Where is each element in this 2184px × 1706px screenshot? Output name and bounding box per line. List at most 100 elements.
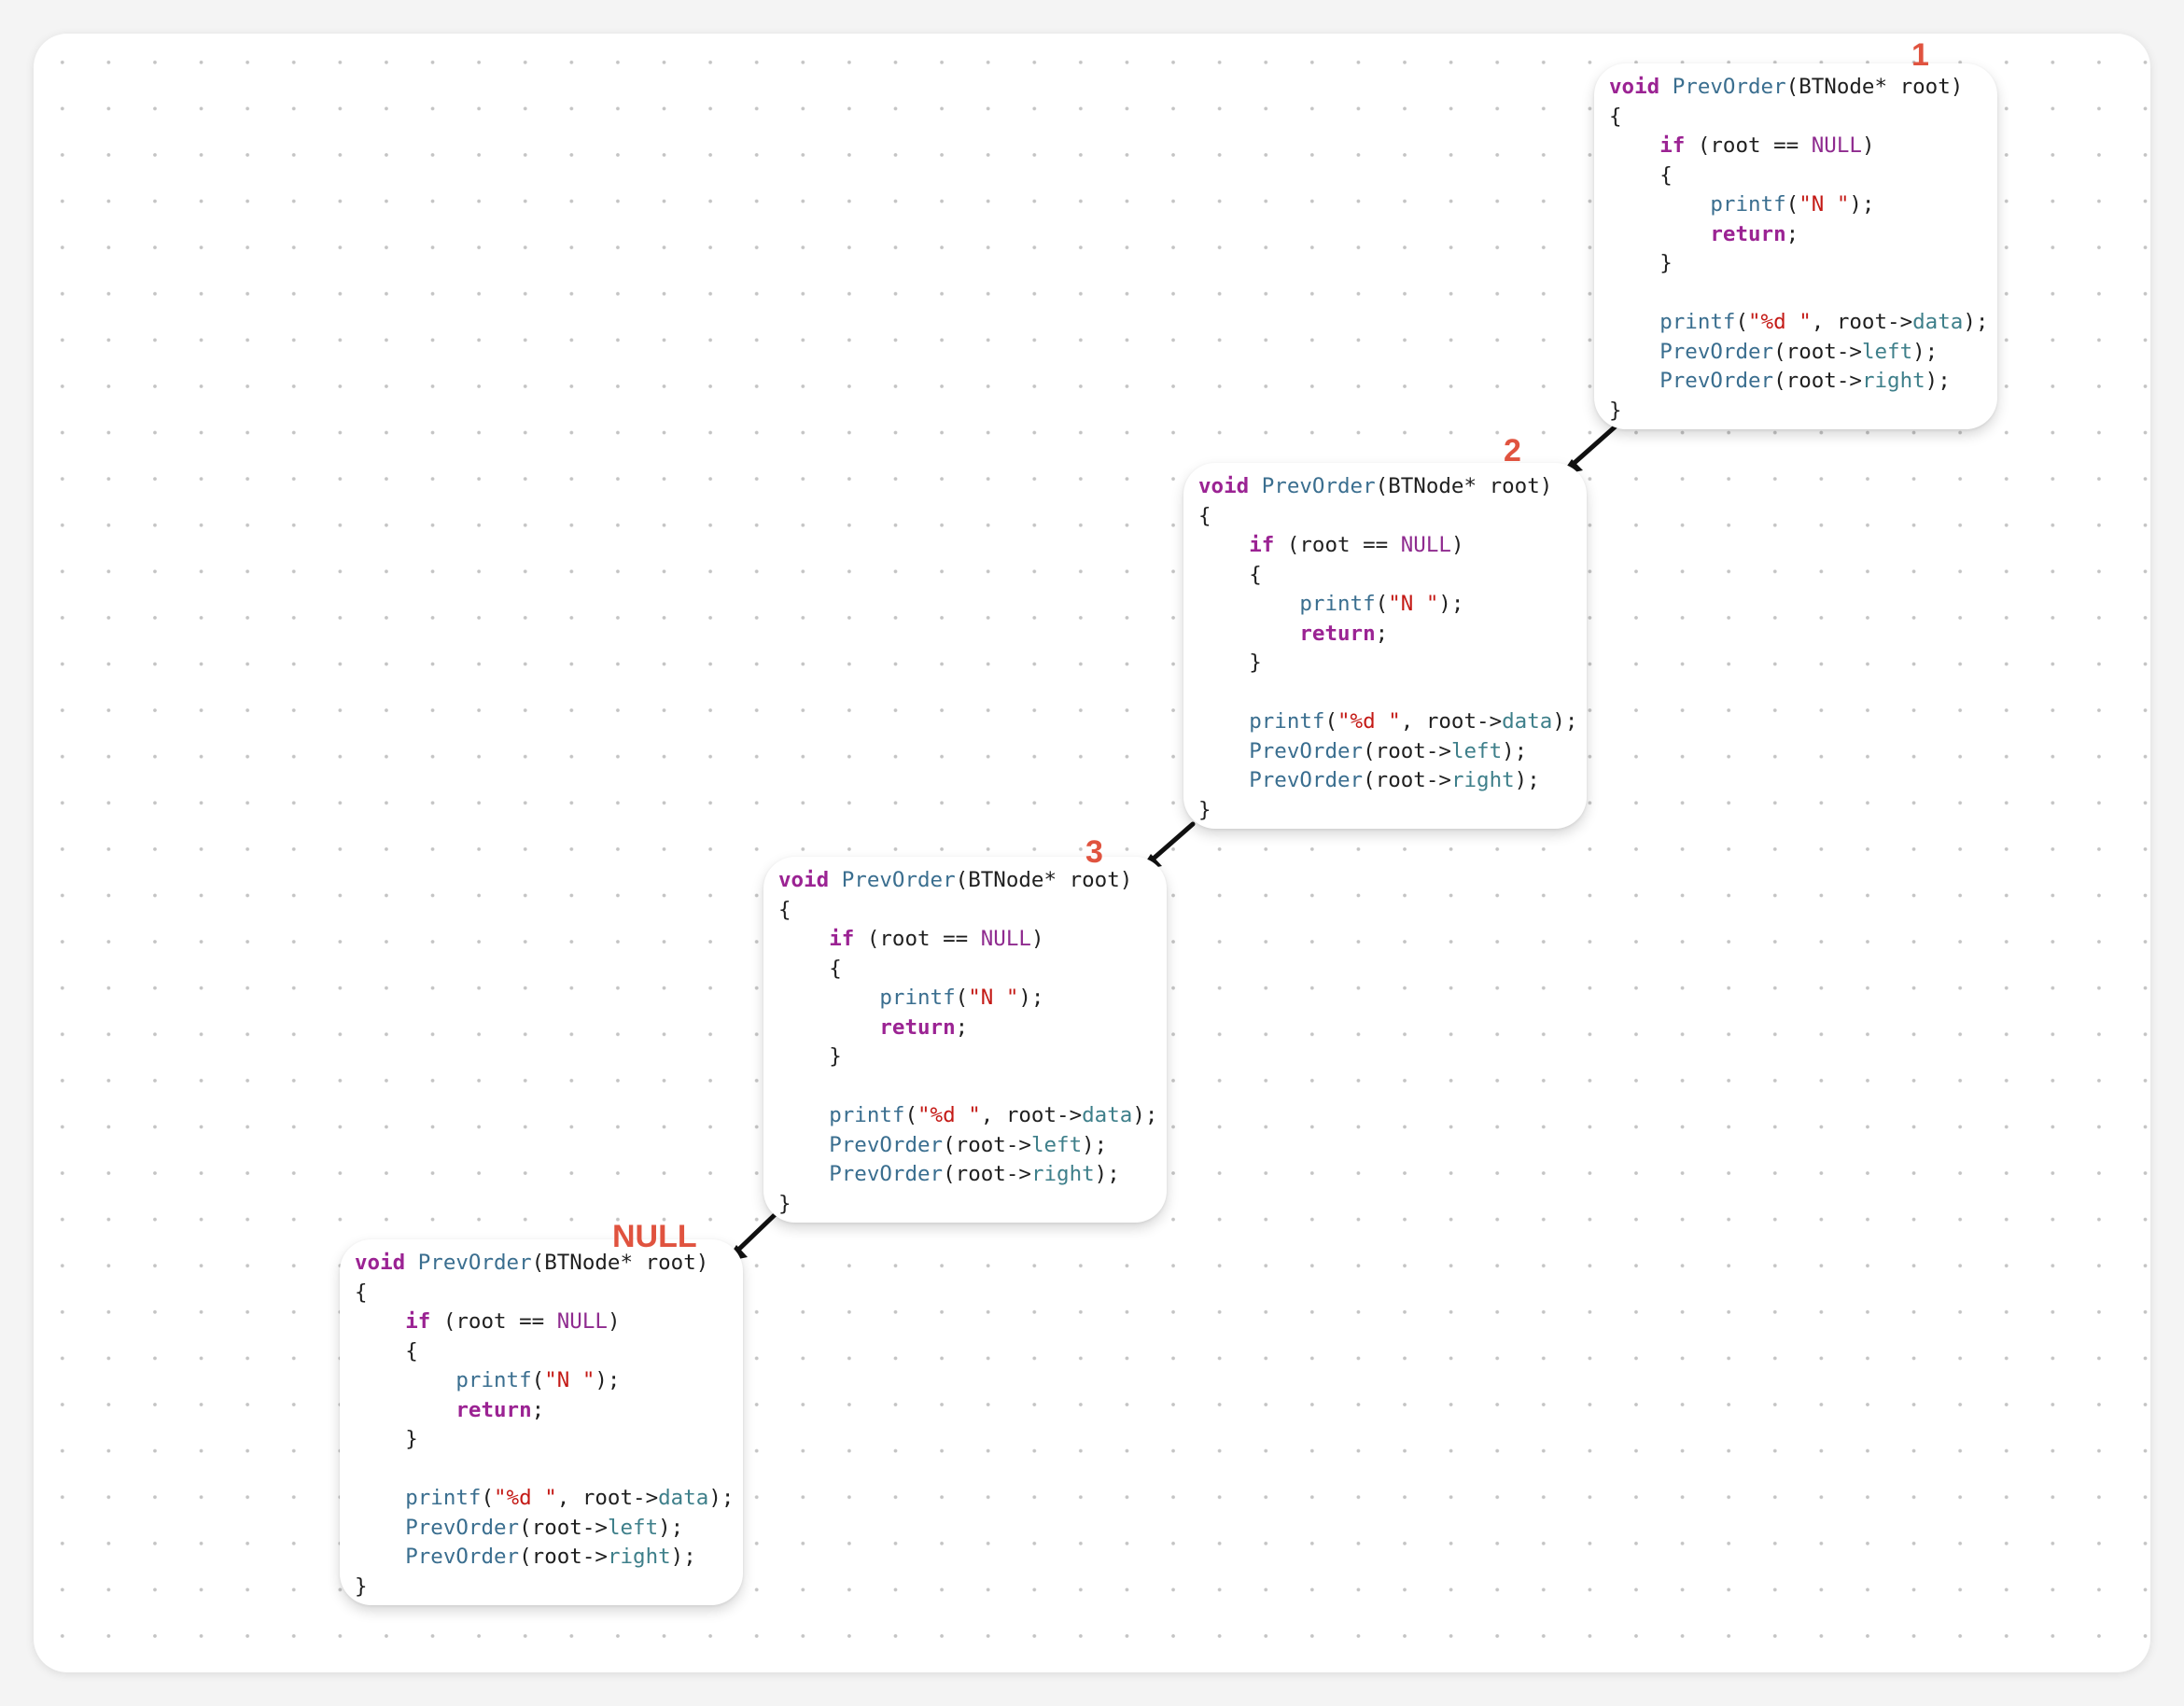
code-token: ) [1450, 533, 1464, 557]
code-token: ); [1514, 768, 1540, 792]
code-token: (root-> [1363, 768, 1451, 792]
function-token: PrevOrder [1659, 339, 1774, 364]
code-line: printf("%d ", root->data); [355, 1484, 743, 1514]
code-token: } [1659, 251, 1673, 275]
code-line: { [1609, 161, 1997, 191]
string-token: "N " [1799, 192, 1850, 217]
code-token: ) [1030, 927, 1044, 951]
code-line: } [1198, 796, 1587, 826]
code-token: } [1609, 398, 1622, 423]
code-line: { [355, 1279, 743, 1308]
function-token: printf [1249, 709, 1325, 734]
code-token: ); [1502, 738, 1528, 763]
code-token: ); [1925, 369, 1951, 393]
code-token: ( [1785, 192, 1799, 217]
code-line: } [778, 1042, 1167, 1072]
code-line: void PrevOrder(BTNode* root) [355, 1249, 743, 1279]
code-token: ( [531, 1368, 545, 1392]
code-line: void PrevOrder(BTNode* root) [1198, 472, 1587, 502]
keyword-token: return [1710, 221, 1786, 246]
code-token: ( [955, 986, 969, 1010]
code-token: } [1198, 797, 1211, 822]
code-line: { [1198, 561, 1587, 591]
null-token: NULL [980, 927, 1031, 951]
code-line: printf("N "); [355, 1366, 743, 1396]
code-line: return; [1198, 620, 1587, 650]
function-token: PrevOrder [1672, 75, 1786, 99]
member-token: left [1030, 1132, 1083, 1157]
keyword-token: void [778, 868, 830, 892]
code-token: (root-> [943, 1162, 1031, 1186]
keyword-token: void [1198, 474, 1250, 498]
code-token: , root-> [556, 1486, 659, 1510]
code-line [778, 1072, 1167, 1102]
code-token: (root-> [1773, 369, 1862, 393]
function-token: PrevOrder [841, 868, 956, 892]
step-label-call-null: NULL [612, 1219, 697, 1254]
code-line: printf("%d ", root->data); [1609, 308, 1997, 338]
keyword-token: if [1249, 533, 1275, 557]
code-token: ); [1849, 192, 1875, 217]
code-line: } [355, 1573, 743, 1602]
code-token: (BTNode* root) [531, 1251, 709, 1275]
function-token: PrevOrder [1261, 474, 1376, 498]
function-token: PrevOrder [417, 1251, 532, 1275]
code-token: , root-> [1400, 709, 1503, 734]
code-line: printf("%d ", root->data); [778, 1101, 1167, 1131]
member-token: right [1861, 369, 1925, 393]
code-line: printf("%d ", root->data); [1198, 707, 1587, 737]
code-token: ; [1375, 621, 1389, 646]
member-token: data [658, 1486, 709, 1510]
code-token: (BTNode* root) [955, 868, 1133, 892]
code-line: printf("N "); [1198, 590, 1587, 620]
code-token: (root == [1685, 133, 1812, 158]
code-token: (root-> [943, 1132, 1031, 1157]
code-block: void PrevOrder(BTNode* root){ if (root =… [355, 1249, 743, 1601]
step-label-call-1: 1 [1911, 37, 1929, 73]
member-token: right [1450, 768, 1515, 792]
code-token: (root == [1274, 533, 1401, 557]
code-token: (BTNode* root) [1375, 474, 1553, 498]
code-line: { [355, 1337, 743, 1367]
code-token: ; [531, 1397, 545, 1422]
code-line: printf("N "); [778, 984, 1167, 1014]
function-token: PrevOrder [1659, 369, 1774, 393]
code-line [355, 1455, 743, 1485]
code-token: (root-> [1773, 339, 1862, 364]
code-line [1198, 678, 1587, 708]
code-token: ); [1552, 709, 1578, 734]
keyword-token: void [355, 1251, 406, 1275]
code-line: { [778, 896, 1167, 926]
function-token: PrevOrder [405, 1545, 520, 1569]
code-token: ( [481, 1486, 495, 1510]
string-token: "%d " [494, 1486, 557, 1510]
code-token: ); [595, 1368, 621, 1392]
code-card-call-1: void PrevOrder(BTNode* root){ if (root =… [1594, 63, 1997, 429]
code-card-call-3: void PrevOrder(BTNode* root){ if (root =… [763, 857, 1167, 1223]
code-card-call-2: void PrevOrder(BTNode* root){ if (root =… [1183, 463, 1587, 829]
code-line: PrevOrder(root->right); [1609, 367, 1997, 397]
code-token: { [405, 1338, 418, 1363]
step-label-call-2: 2 [1504, 433, 1521, 468]
code-line: if (root == NULL) [1198, 531, 1587, 561]
code-line [1609, 279, 1997, 309]
code-line: } [778, 1190, 1167, 1220]
code-line: PrevOrder(root->left); [1198, 737, 1587, 767]
member-token: data [1502, 709, 1553, 734]
function-token: PrevOrder [1249, 768, 1364, 792]
code-token: ( [1324, 709, 1338, 734]
string-token: "N " [544, 1368, 595, 1392]
code-line: } [1609, 397, 1997, 426]
string-token: "N " [1388, 592, 1439, 616]
null-token: NULL [1400, 533, 1451, 557]
function-token: printf [455, 1368, 532, 1392]
string-token: "%d " [1337, 709, 1401, 734]
code-token: } [829, 1044, 842, 1069]
code-token: ); [708, 1486, 735, 1510]
code-token: (BTNode* root) [1785, 75, 1964, 99]
keyword-token: if [829, 927, 855, 951]
code-line: } [355, 1425, 743, 1455]
code-token: ) [1861, 133, 1875, 158]
code-line: PrevOrder(root->left); [778, 1131, 1167, 1161]
function-token: printf [879, 986, 956, 1010]
